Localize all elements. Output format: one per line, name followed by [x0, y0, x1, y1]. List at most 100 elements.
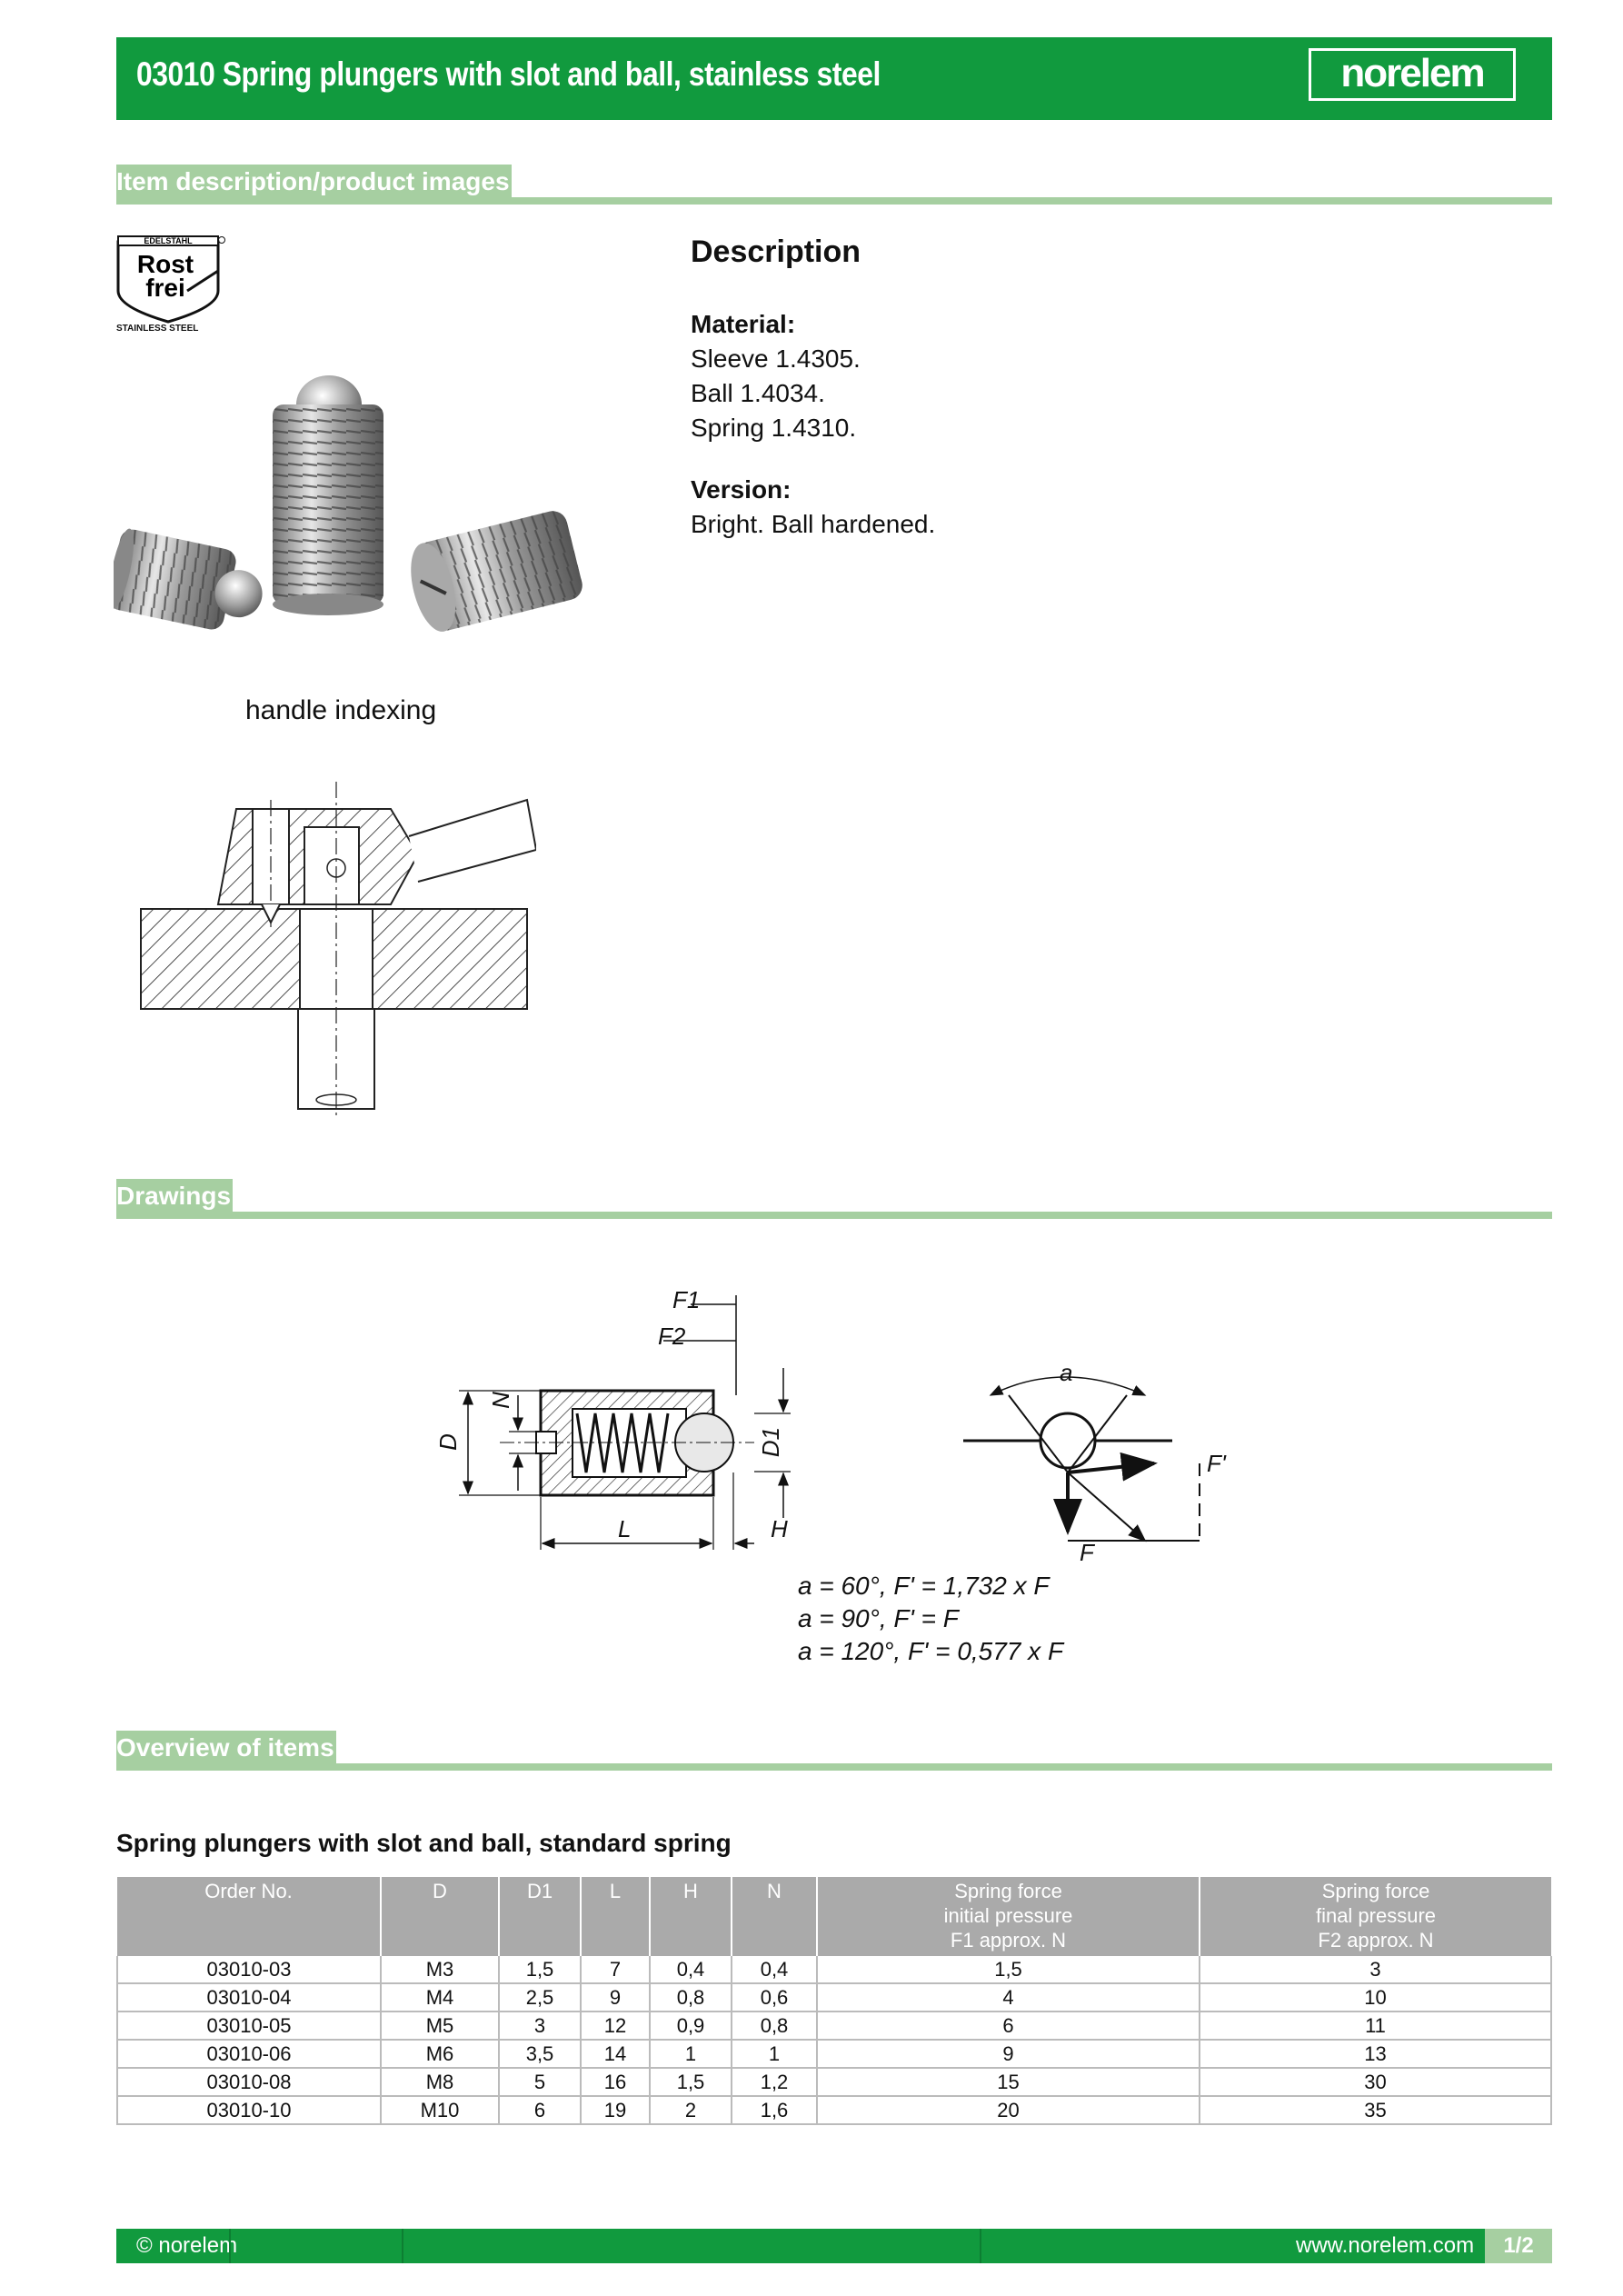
- formula: a = 120°, F' = 0,577 x F: [798, 1637, 1064, 1665]
- table-row: 03010-10 M10 6 19 2 1,6 20 35: [116, 2096, 1552, 2125]
- order-number: 03010-08: [116, 2068, 381, 2097]
- label-f-prime: F': [1207, 1450, 1226, 1477]
- version-label: Version:: [691, 475, 792, 504]
- order-number: 03010-03: [116, 1956, 381, 1984]
- table-row: 03010-06 M6 3,5 14 1 1 9 13: [116, 2040, 1552, 2069]
- label-d1: D1: [757, 1426, 785, 1458]
- order-number: 03010-04: [116, 1983, 381, 2012]
- description-heading: Description: [691, 235, 861, 269]
- section-rule: [116, 1763, 1552, 1771]
- table-cell: 2,5: [498, 1983, 581, 2012]
- table-cell: 3: [1199, 1956, 1552, 1984]
- column-header: D: [380, 1877, 499, 1956]
- footer-divider: [980, 2229, 981, 2263]
- table-cell: 3,5: [498, 2040, 581, 2069]
- table-row: 03010-03 M3 1,5 7 0,4 0,4 1,5 3: [116, 1956, 1552, 1984]
- page-header: 03010 Spring plungers with slot and ball…: [116, 37, 1552, 120]
- section-item-description: Item description/product images: [116, 165, 512, 199]
- technical-drawing-graphic: [459, 1295, 1200, 1550]
- table-cell: 1,2: [731, 2068, 817, 2097]
- handle-indexing-drawing: [136, 782, 538, 1118]
- table-cell: 30: [1199, 2068, 1552, 2097]
- table-cell: M3: [380, 1956, 499, 1984]
- table-cell: 9: [580, 1983, 650, 2012]
- label-l: L: [618, 1515, 632, 1542]
- badge-top-text: EDELSTAHL: [144, 236, 193, 245]
- page-title: 03010 Spring plungers with slot and ball…: [136, 55, 881, 93]
- formula: a = 90°, F' = F: [798, 1604, 959, 1632]
- rostfrei-badge: EDELSTAHL Rost frei STAINLESS STEEL: [116, 235, 225, 334]
- footer-divider: [229, 2229, 231, 2263]
- material-line: Sleeve 1.4305.: [691, 344, 861, 373]
- table-cell: 4: [816, 1983, 1200, 2012]
- section-rule: [116, 1212, 1552, 1219]
- table-cell: 0,4: [731, 1956, 817, 1984]
- table-cell: 1,5: [649, 2068, 732, 2097]
- table-cell: 5: [498, 2068, 581, 2097]
- badge-line2: frei: [145, 274, 185, 302]
- badge-bottom-text: STAINLESS STEEL: [116, 324, 199, 334]
- order-number: 03010-05: [116, 2011, 381, 2041]
- table-cell: 6: [498, 2096, 581, 2125]
- table-cell: 13: [1199, 2040, 1552, 2069]
- rostfrei-badge-graphic: EDELSTAHL Rost frei: [116, 235, 225, 324]
- footer-divider: [402, 2229, 403, 2263]
- column-header: N: [731, 1877, 817, 1956]
- table-cell: 3: [498, 2011, 581, 2041]
- badge-line1: Rost: [137, 250, 194, 278]
- image-caption: handle indexing: [245, 695, 437, 725]
- footer-copyright: © norelem: [136, 2233, 238, 2258]
- norelem-logo: norelem: [1309, 48, 1516, 101]
- section-overview: Overview of items: [116, 1731, 336, 1765]
- order-number: 03010-10: [116, 2096, 381, 2125]
- page-number: 1/2: [1485, 2229, 1552, 2263]
- column-header: L: [580, 1877, 650, 1956]
- table-title: Spring plungers with slot and ball, stan…: [116, 1829, 732, 1857]
- table-row: 03010-05 M5 3 12 0,9 0,8 6 11: [116, 2011, 1552, 2041]
- table-cell: 16: [580, 2068, 650, 2097]
- table-cell: M6: [380, 2040, 499, 2069]
- label-f: F: [1080, 1539, 1094, 1566]
- technical-drawing: F1 F2 D N D1 L H a F' F: [427, 1268, 1245, 1586]
- label-a: a: [1060, 1359, 1073, 1386]
- table-cell: 11: [1199, 2011, 1552, 2041]
- table-cell: M4: [380, 1983, 499, 2012]
- table-cell: 10: [1199, 1983, 1552, 2012]
- table-cell: 0,8: [649, 1983, 732, 2012]
- footer-website-link[interactable]: www.norelem.com: [1296, 2233, 1475, 2258]
- column-header: Order No.: [117, 1877, 381, 1956]
- label-h: H: [771, 1515, 788, 1542]
- table-cell: 35: [1199, 2096, 1552, 2125]
- order-number: 03010-06: [116, 2040, 381, 2069]
- material-line: Ball 1.4034.: [691, 379, 825, 407]
- table-cell: 15: [816, 2068, 1200, 2097]
- page-footer: © norelem www.norelem.com 1/2: [116, 2229, 1552, 2263]
- material-line: Spring 1.4310.: [691, 414, 857, 442]
- table-cell: 0,6: [731, 1983, 817, 2012]
- table-cell: 1,6: [731, 2096, 817, 2125]
- column-header: H: [649, 1877, 732, 1956]
- section-rule: [116, 197, 1552, 205]
- table-cell: 1,5: [498, 1956, 581, 1984]
- table-cell: 6: [816, 2011, 1200, 2041]
- formula: a = 60°, F' = 1,732 x F: [798, 1572, 1050, 1600]
- column-header: D1: [498, 1877, 581, 1956]
- section-drawings: Drawings: [116, 1179, 234, 1213]
- handle-indexing-graphic: [140, 782, 538, 1118]
- table-cell: 19: [580, 2096, 650, 2125]
- table-cell: 20: [816, 2096, 1200, 2125]
- material-label: Material:: [691, 310, 796, 338]
- version-line: Bright. Ball hardened.: [691, 510, 936, 538]
- table-cell: 14: [580, 2040, 650, 2069]
- label-n: N: [486, 1392, 514, 1409]
- table-cell: 1,5: [816, 1956, 1200, 1984]
- table-cell: 12: [580, 2011, 650, 2041]
- table-row: 03010-04 M4 2,5 9 0,8 0,6 4 10: [116, 1983, 1552, 2012]
- table-cell: 0,9: [649, 2011, 732, 2041]
- table-cell: M8: [380, 2068, 499, 2097]
- label-f2: F2: [658, 1323, 686, 1350]
- table-cell: 9: [816, 2040, 1200, 2069]
- label-f1: F1: [672, 1286, 701, 1313]
